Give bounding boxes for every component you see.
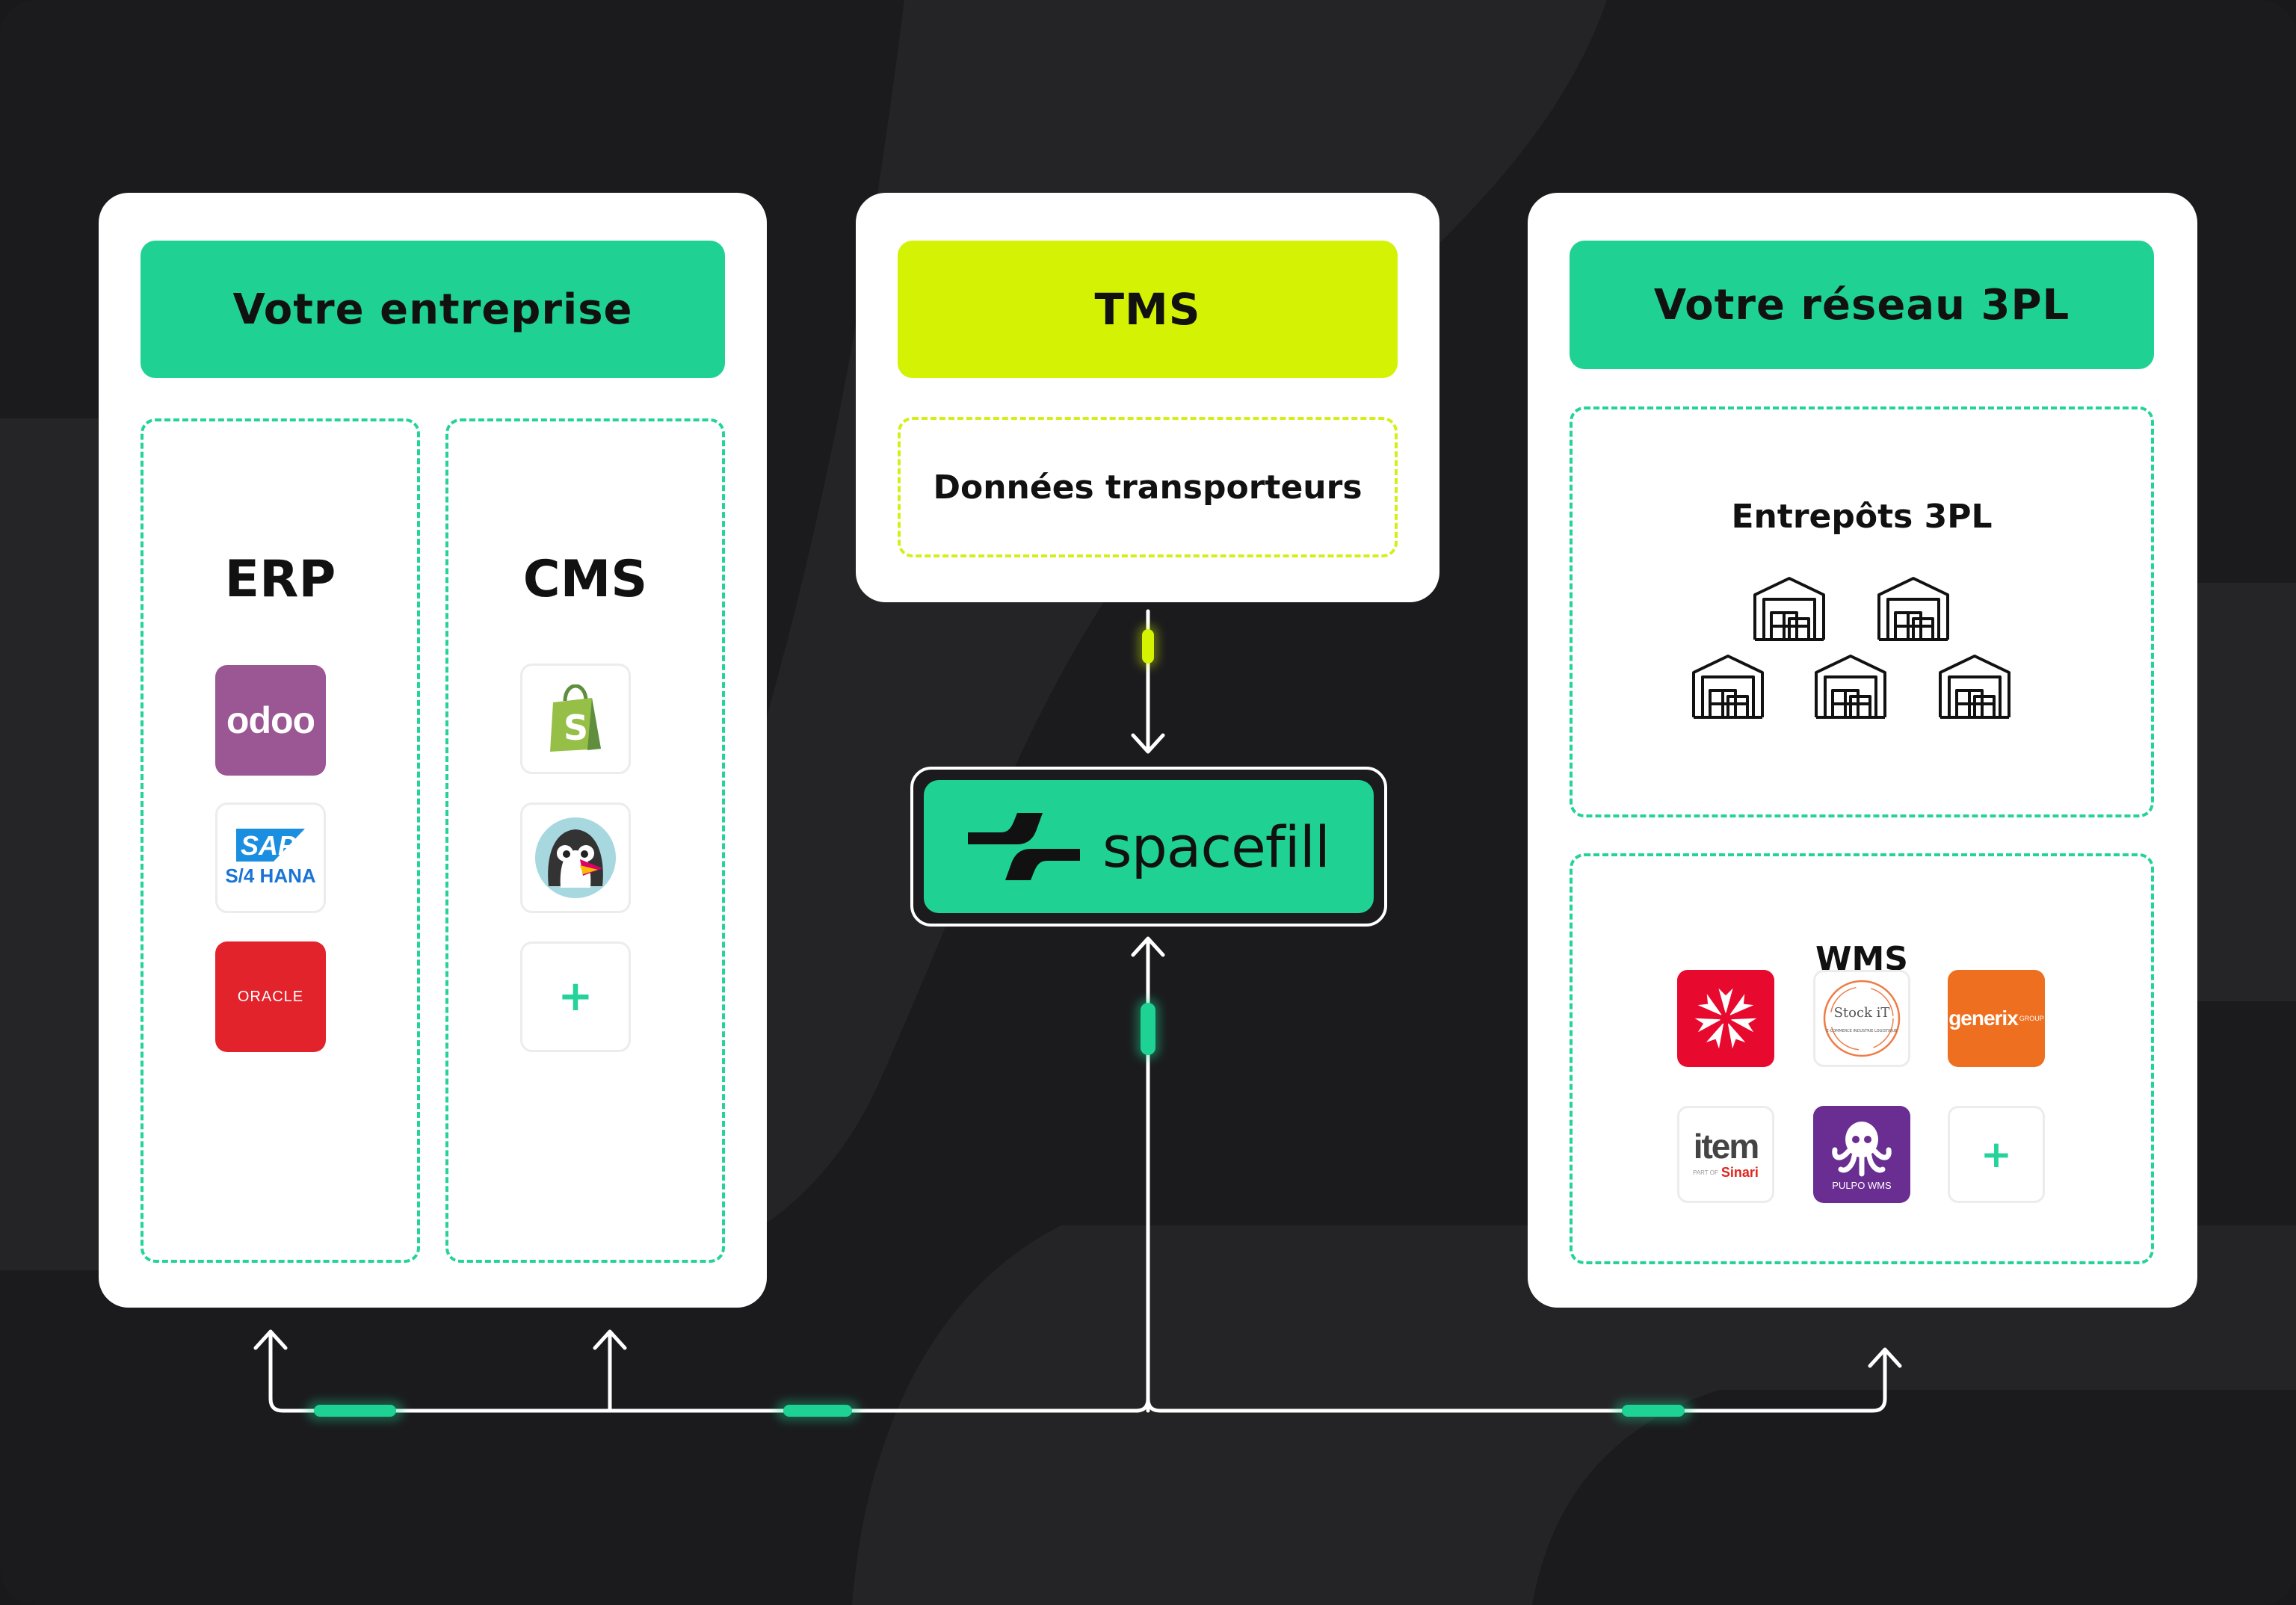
odoo-logo-text: odoo [226,699,315,741]
oracle-logo[interactable]: ORACLE [215,941,326,1052]
sap-logo[interactable]: SAP S/4 HANA [215,802,326,913]
company-panel: Votre entreprise ERP CMS odoo SAP S/4 HA… [99,193,767,1308]
item-logo[interactable]: item PART OF Sinari [1677,1106,1774,1203]
sap-subtext: S/4 HANA [225,864,316,887]
erp-group [141,418,420,1263]
warehouses-title: Entrepôts 3PL [1731,498,1993,536]
generix-logo-text: generix [1948,1006,2019,1030]
company-header: Votre entreprise [141,241,725,378]
item-logo-sub: PART OF Sinari [1693,1165,1759,1181]
warehouse-icon [1753,577,1825,641]
octopus-icon [1832,1121,1892,1176]
stockit-logo-icon: Stock iT E-COMMERCE INDUSTRIE LOGISTIQUE [1823,980,1901,1057]
spacefill-logo: spacefill [924,780,1374,913]
item-logo-subtext: Sinari [1721,1164,1759,1180]
warehouse-icons [1692,577,2010,719]
sap-badge-icon: SAP [236,828,305,862]
warehouse-icon [1939,655,2010,719]
warehouse-icon [1692,655,1764,719]
flower-logo[interactable] [1677,970,1774,1067]
spacefill-mark-icon [967,813,1080,880]
cms-title: CMS [522,550,648,609]
generix-logo-subtext: GROUP [2019,1015,2044,1022]
stockit-logo[interactable]: Stock iT E-COMMERCE INDUSTRIE LOGISTIQUE [1813,970,1910,1067]
flower-logo-icon [1694,988,1757,1049]
stockit-logo-text: Stock iT [1834,1005,1890,1021]
svg-text:S: S [564,708,588,748]
warehouse-icon [1815,655,1886,719]
odoo-logo[interactable]: odoo [215,665,326,776]
carrier-data-label: Données transporteurs [933,468,1363,507]
plus-icon: + [1981,1133,2012,1176]
carrier-data-box: Données transporteurs [898,417,1398,557]
spacefill-wordmark: spacefill [1102,813,1330,880]
stockit-logo-subtext: E-COMMERCE INDUSTRIE LOGISTIQUE [1827,1029,1898,1033]
wms-group [1570,853,2154,1264]
network-header: Votre réseau 3PL [1570,241,2154,369]
erp-title: ERP [224,550,336,609]
network-panel: Votre réseau 3PL Entrepôts 3PL [1528,193,2197,1308]
pulpo-logo-text: PULPO WMS [1832,1179,1892,1191]
prestashop-puffin-icon [535,817,616,898]
prestashop-logo[interactable] [520,802,631,913]
item-logo-text: item [1693,1126,1760,1166]
oracle-logo-text: ORACLE [237,988,304,1005]
spacefill-hub[interactable]: spacefill [910,767,1387,927]
warehouse-icon [1877,577,1949,641]
cms-add-button[interactable]: + [520,941,631,1052]
tms-header: TMS [898,241,1398,378]
cms-group [445,418,725,1263]
warehouses-group [1570,406,2154,817]
shopify-bag-icon: S [550,684,601,752]
pulpo-logo[interactable]: PULPO WMS [1813,1106,1910,1203]
shopify-logo[interactable]: S [520,664,631,774]
tms-panel: TMS Données transporteurs [856,193,1439,602]
generix-logo[interactable]: generix GROUP [1948,970,2045,1067]
sap-badge-text: SAP [241,830,297,861]
item-logo-prefix: PART OF [1693,1169,1718,1176]
wms-add-button[interactable]: + [1948,1106,2045,1203]
plus-icon: + [558,972,593,1021]
